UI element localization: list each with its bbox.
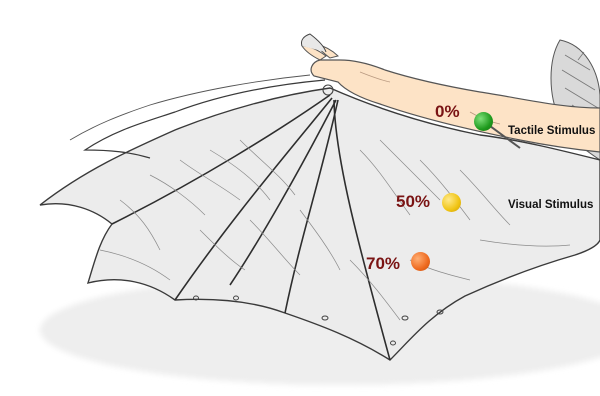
tactile-percent-label: 0% (435, 102, 460, 122)
visual-stimulus-dot[interactable] (442, 193, 461, 212)
visual-stimulus-label: Visual Stimulus (508, 199, 593, 211)
tactile-stimulus-label: Tactile Stimulus (508, 125, 595, 137)
lower-percent-label: 70% (366, 254, 400, 274)
visual-percent-label: 50% (396, 192, 430, 212)
lower-stimulus-dot[interactable] (411, 252, 430, 271)
tactile-stimulus-dot[interactable] (474, 112, 493, 131)
